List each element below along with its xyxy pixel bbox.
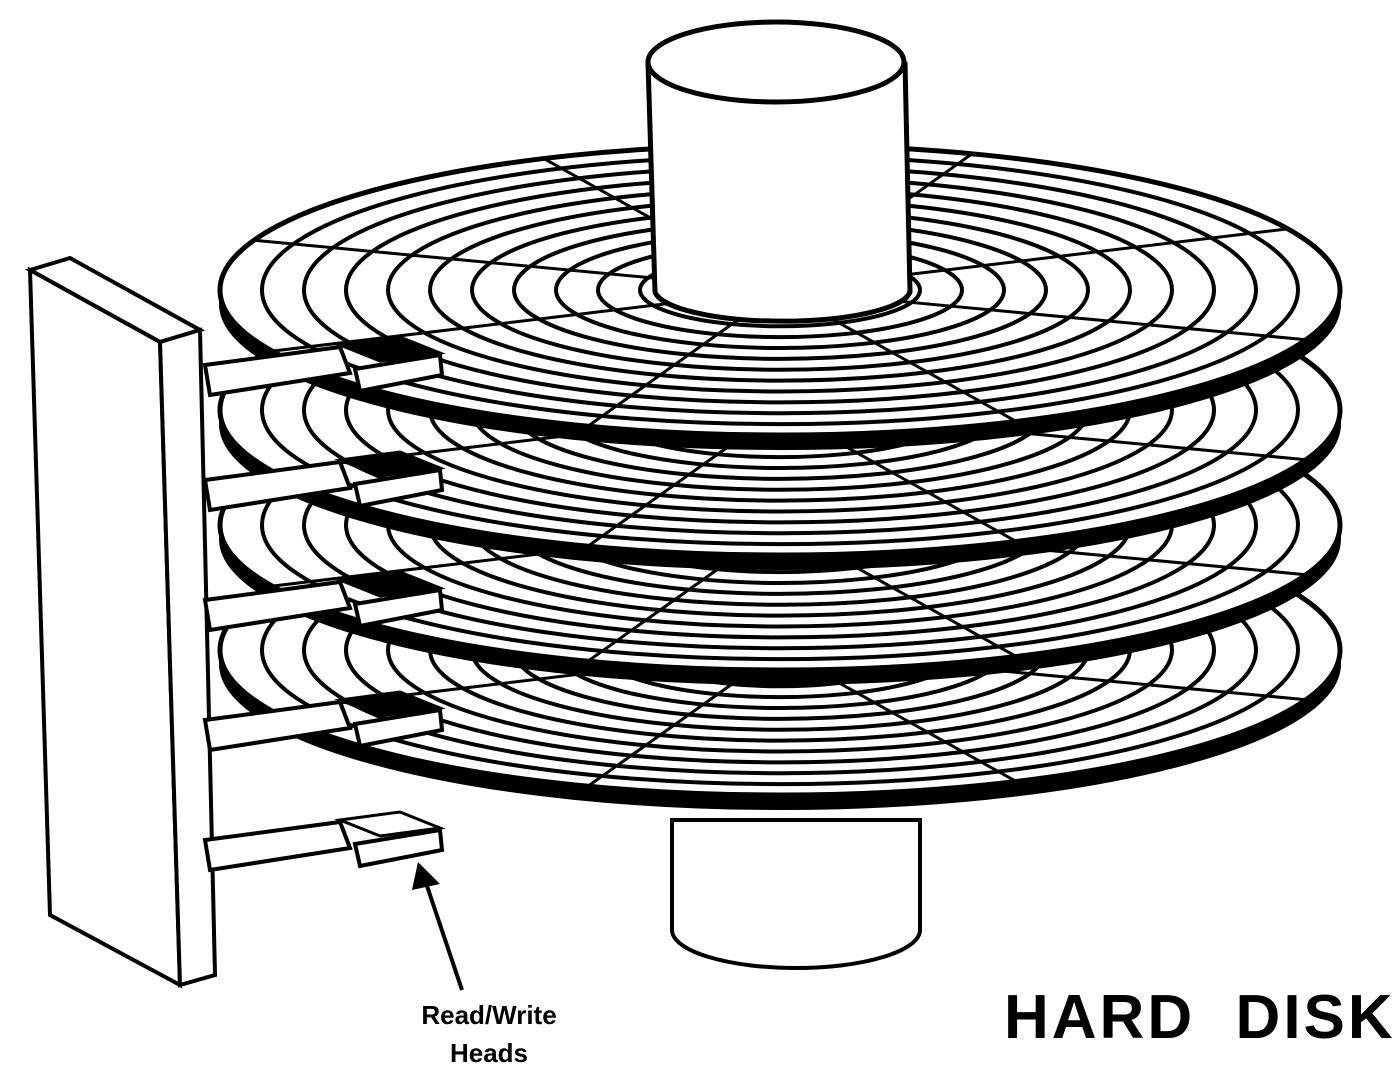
spindle-top: [645, 19, 913, 324]
pointer-arrow: [412, 862, 464, 991]
arm-beam: [202, 344, 353, 398]
head-arm: [202, 810, 446, 873]
spindle-bottom-body: [670, 818, 922, 970]
actuator-side-face: [157, 327, 218, 988]
head-arm: [202, 690, 446, 753]
read-write-head-slider: [352, 707, 445, 749]
sector-spoke: [831, 437, 1017, 543]
sector-spoke: [895, 299, 1307, 342]
read-write-head-slider: [352, 827, 445, 869]
sector-spoke: [831, 677, 1017, 783]
arrow-shaft: [423, 879, 464, 991]
spindle-bottom: [670, 818, 922, 970]
sector-spoke: [587, 678, 739, 788]
sector-spoke: [272, 301, 669, 353]
read-write-head-slider: [352, 587, 445, 629]
head-arm: [202, 450, 446, 513]
arrow-head: [412, 862, 440, 890]
read-write-head-slider: [352, 467, 445, 509]
sector-spoke: [587, 553, 739, 663]
sector-spoke: [891, 227, 1288, 279]
platter-stack: [217, 142, 1343, 810]
head-actuator: [24, 255, 446, 989]
sector-spoke: [831, 552, 1017, 658]
arm-beam: [202, 579, 353, 633]
sector-spoke: [253, 238, 665, 281]
spindle-top-body: [645, 61, 913, 324]
arm-beam: [202, 699, 353, 753]
label-line-2: Heads: [449, 1038, 529, 1068]
read-write-head-slider: [352, 352, 445, 394]
spindle-top-cap: [645, 19, 907, 105]
sector-spoke: [587, 438, 739, 548]
arm-beam: [202, 459, 353, 513]
sector-spoke: [831, 317, 1017, 423]
sector-spoke: [587, 318, 739, 428]
read-write-heads-label: Read/Write Heads: [384, 996, 594, 1072]
head-arm: [202, 570, 446, 633]
label-line-1: Read/Write: [421, 1000, 557, 1030]
diagram-title: HARD DISK: [1004, 983, 1396, 1052]
arm-beam: [202, 819, 353, 873]
actuator-front-face: [27, 266, 183, 989]
head-arm: [202, 335, 446, 398]
